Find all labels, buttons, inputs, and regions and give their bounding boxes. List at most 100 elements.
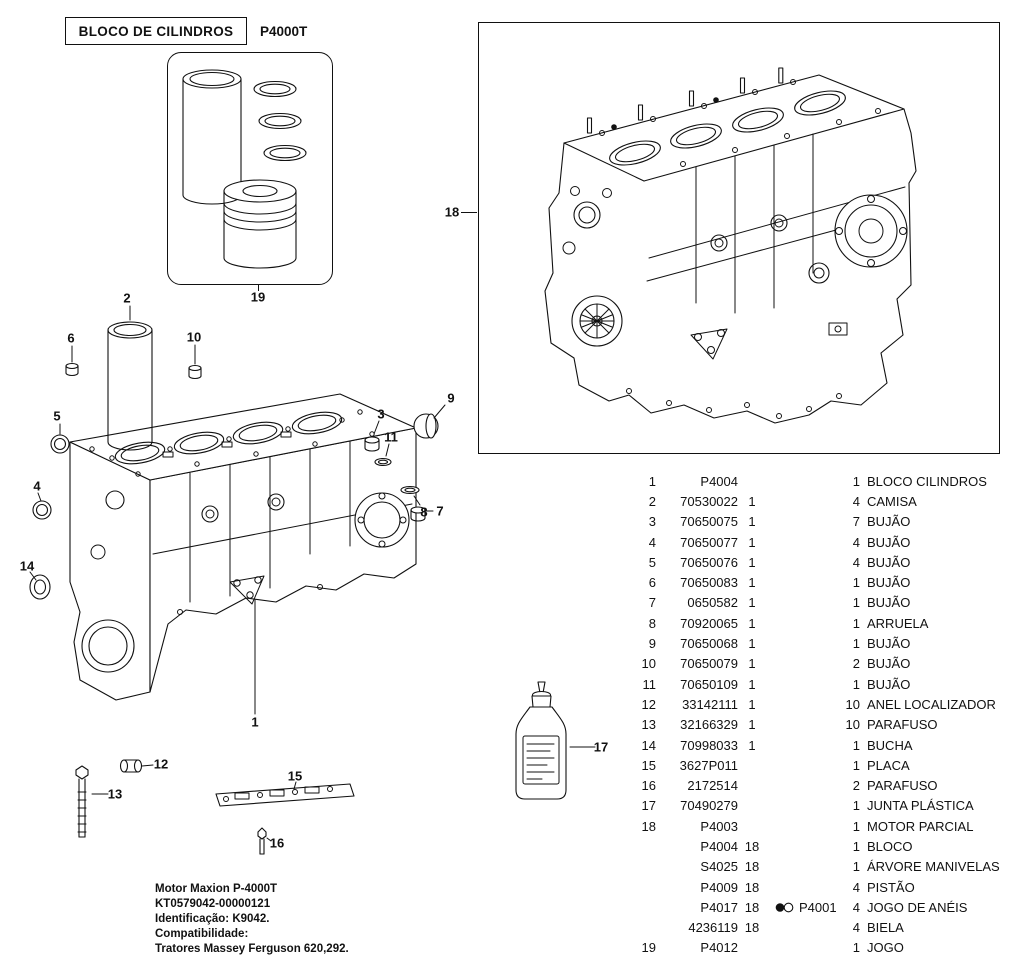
model-code: P4000T	[260, 24, 308, 39]
description: BUJÃO	[867, 676, 911, 692]
parts-row: 18 P4003 1 MOTOR PARCIAL	[628, 816, 1012, 836]
quantity: 1	[852, 615, 860, 631]
description: CAMISA	[867, 493, 917, 509]
description: ANEL LOCALIZADOR	[867, 696, 996, 712]
parts-row: 17 70490279 1 JUNTA PLÁSTICA	[628, 796, 1012, 816]
part-number: 70650109	[680, 676, 738, 692]
description: JOGO DE ANÉIS	[867, 899, 968, 915]
parts-row: 8 70920065 1 1 ARRUELA	[628, 613, 1012, 633]
description: BUCHA	[867, 737, 913, 753]
engine-info: Motor Maxion P-4000T KT0579042-00000121 …	[155, 882, 349, 957]
part-number: 70650083	[680, 575, 738, 591]
parts-row: 13 32166329 1 10 PARAFUSO	[628, 715, 1012, 735]
parent-ref: 1	[748, 717, 756, 733]
parts-row: 5 70650076 1 4 BUJÃO	[628, 552, 1012, 572]
callout-18: 18	[444, 204, 460, 220]
part-number: 70650068	[680, 636, 738, 652]
callout-14: 14	[19, 558, 35, 574]
part-number: P4004	[700, 838, 738, 854]
description: BUJÃO	[867, 575, 911, 591]
parts-row: 14 70998033 1 1 BUCHA	[628, 735, 1012, 755]
description: PARAFUSO	[867, 717, 938, 733]
parent-ref: 1	[748, 656, 756, 672]
extra-ref	[766, 476, 832, 487]
extra-ref	[766, 841, 832, 852]
callout-13: 13	[107, 786, 123, 802]
item-number: 17	[641, 798, 656, 814]
parts-row: 11 70650109 1 1 BUJÃO	[628, 674, 1012, 694]
description: PLACA	[867, 757, 910, 773]
parent-ref: 18	[744, 859, 760, 875]
part-number: P4003	[700, 818, 738, 834]
parent-ref: 1	[748, 615, 756, 631]
quantity: 1	[852, 859, 860, 875]
description: BLOCO	[867, 838, 913, 854]
assembled-engine-frame	[478, 22, 1000, 454]
parts-row: 6 70650083 1 1 BUJÃO	[628, 572, 1012, 592]
parts-row: P4017 18 P4001 4 JOGO DE ANÉIS	[628, 897, 1012, 917]
quantity: 4	[852, 899, 860, 915]
description: JOGO	[867, 940, 904, 956]
quantity: 1	[852, 595, 860, 611]
exploded-block-diagram	[29, 305, 446, 855]
part-number: P4009	[700, 879, 738, 895]
quantity: 1	[852, 636, 860, 652]
callout-8: 8	[420, 504, 428, 520]
item-number: 6	[648, 575, 656, 591]
parts-row: 9 70650068 1 1 BUJÃO	[628, 633, 1012, 653]
description: PARAFUSO	[867, 778, 938, 794]
item-number: 1	[648, 473, 656, 489]
parent-ref: 1	[748, 595, 756, 611]
parent-ref: 1	[748, 514, 756, 530]
callout-11: 11	[384, 429, 398, 445]
description: BLOCO CILINDROS	[867, 473, 987, 489]
extra-ref	[766, 577, 832, 588]
description: BUJÃO	[867, 656, 911, 672]
item-number: 2	[648, 493, 656, 509]
quantity: 2	[852, 778, 860, 794]
parts-row: P4009 18 4 PISTÃO	[628, 877, 1012, 897]
part-number: 70650079	[680, 656, 738, 672]
sealant-bottle-diagram	[515, 681, 596, 800]
quantity: 1	[852, 798, 860, 814]
parent-ref: 18	[744, 920, 760, 936]
leader-18	[461, 212, 477, 213]
engine-info-line: Tratores Massey Ferguson 620,292.	[155, 943, 349, 955]
part-number: 4236119	[688, 920, 738, 936]
description: BUJÃO	[867, 636, 911, 652]
parts-row: P4004 18 1 BLOCO	[628, 836, 1012, 856]
item-number: 14	[641, 737, 656, 753]
parts-row: 4 70650077 1 4 BUJÃO	[628, 532, 1012, 552]
extra-ref	[766, 740, 832, 751]
part-number: 0650582	[687, 595, 738, 611]
parent-ref: 18	[744, 899, 760, 915]
extra-ref	[766, 699, 832, 710]
quantity: 1	[852, 676, 860, 692]
engine-info-line: Identificação: K9042.	[155, 913, 270, 925]
quantity: 1	[852, 838, 860, 854]
parts-table: 1 P4004 1 BLOCO CILINDROS 2	[628, 471, 1012, 958]
quantity: 10	[845, 696, 860, 712]
description: PISTÃO	[867, 879, 915, 895]
part-number: 3627P011	[679, 757, 738, 773]
quantity: 1	[852, 737, 860, 753]
extra-part-number: P4001	[799, 899, 837, 915]
extra-ref	[766, 496, 832, 507]
extra-ref	[766, 537, 832, 548]
item-number: 16	[641, 778, 656, 794]
extra-ref	[766, 618, 832, 629]
callout-17: 17	[593, 739, 609, 755]
quantity: 1	[852, 757, 860, 773]
parent-ref: 1	[748, 676, 756, 692]
callout-16: 16	[269, 835, 285, 851]
part-number: 70650077	[680, 534, 738, 550]
item-number: 3	[648, 514, 656, 530]
item-number: 19	[641, 940, 656, 956]
extra-ref	[766, 922, 832, 933]
parent-ref: 1	[748, 554, 756, 570]
parent-ref: 1	[748, 493, 756, 509]
part-number: 70650076	[680, 554, 738, 570]
extra-ref	[766, 821, 832, 832]
quantity: 10	[845, 717, 860, 733]
